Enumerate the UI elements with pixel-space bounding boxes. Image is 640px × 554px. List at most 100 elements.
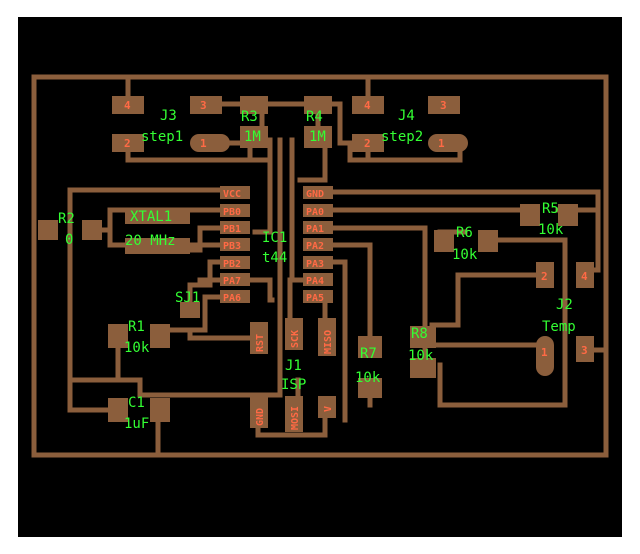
r8-pad-a xyxy=(410,326,436,348)
sj1-pad xyxy=(180,302,200,318)
j4-ref-label: J4 xyxy=(398,108,415,124)
r4-value-label: 1M xyxy=(309,129,326,145)
ic1-pad-gnd xyxy=(303,186,333,199)
r1-value-label: 10k xyxy=(124,340,150,356)
ic1-pin-label: PB3 xyxy=(223,241,241,252)
j4-pad-3 xyxy=(428,96,460,114)
xtal1-value-label: 20 MHz xyxy=(125,233,176,249)
j3-pad-3 xyxy=(190,96,222,114)
ic1-pin-label: PA0 xyxy=(306,207,324,218)
ic1-pin-label: GND xyxy=(306,189,324,200)
r7-pad-a xyxy=(358,336,382,358)
ic1-pad-pa3 xyxy=(303,256,333,269)
trace xyxy=(159,294,223,333)
j1-pad-mosi xyxy=(285,396,303,432)
r7-pad-b xyxy=(358,378,382,398)
r7-value-label: 10k xyxy=(355,370,381,386)
j2-pad-2 xyxy=(536,262,554,288)
j1-pad-rst xyxy=(250,322,268,354)
j3-pad-4 xyxy=(112,96,144,114)
j2-pad-1 xyxy=(536,336,554,376)
r6-value-label: 10k xyxy=(452,247,478,263)
ic1-ref-label: IC1 xyxy=(262,230,287,246)
ic1-pad-pb0 xyxy=(220,204,250,217)
j1-pin-label: V xyxy=(323,406,334,412)
j1-pad-miso xyxy=(318,318,336,356)
trace xyxy=(252,157,273,235)
outline-trace xyxy=(31,74,609,458)
ic1-pin-label: PA6 xyxy=(223,293,241,304)
j3-pin-2-label: 2 xyxy=(124,137,131,150)
ic1-pin-label: PA7 xyxy=(223,276,241,287)
trace xyxy=(67,377,121,413)
c1-value-label: 1uF xyxy=(124,416,149,432)
j4-pin-2-label: 2 xyxy=(364,137,371,150)
j1-pad-gnd xyxy=(250,396,268,428)
trace xyxy=(67,187,223,233)
xtal1-body-bottom xyxy=(125,238,190,254)
r6-pad-b xyxy=(478,230,498,252)
j4-pad-4 xyxy=(352,96,384,114)
ic1-pad-pa4 xyxy=(303,273,333,286)
r2-ref-label: R2 xyxy=(58,211,75,227)
j1-pin-label: RST xyxy=(255,334,266,352)
ic1-pin-label: PA4 xyxy=(306,276,324,287)
r5-value-label: 10k xyxy=(538,222,564,238)
j4-pad-2 xyxy=(352,134,384,152)
j1-pin-label: MISO xyxy=(323,330,334,354)
j2-pin-1-label: 1 xyxy=(541,346,548,359)
j3-ref-label: J3 xyxy=(160,108,177,124)
j1-pin-label: MOSI xyxy=(290,406,301,430)
ic1-pad-pb1 xyxy=(220,221,250,234)
j1-pads: RST SCK MISO GND MOSI V xyxy=(250,318,336,432)
j2-pin-2-label: 2 xyxy=(541,270,548,283)
r2-value-label: 0 xyxy=(65,232,73,248)
trace xyxy=(429,272,461,328)
ic1-pin-label: PA2 xyxy=(306,241,324,252)
r4-ref-label: R4 xyxy=(306,109,323,125)
ic1-pad-pa7 xyxy=(220,273,250,286)
trace xyxy=(327,259,348,423)
ic1-pin-label: PA5 xyxy=(306,293,324,304)
ic1-pad-pa1 xyxy=(303,221,333,234)
trace xyxy=(327,225,428,368)
r3-pad-a xyxy=(240,96,268,114)
ic1-pad-pb3 xyxy=(220,238,250,251)
j1-pin-label: SCK xyxy=(290,330,301,348)
xtal1-body-top xyxy=(125,208,190,224)
ic1-pin-label: PB1 xyxy=(223,224,241,235)
j1-pad-v xyxy=(318,396,336,418)
r6-pad-a xyxy=(434,230,454,252)
ic1-pad-vcc xyxy=(220,186,250,199)
trace xyxy=(187,259,223,311)
r5-pad-a xyxy=(520,204,540,226)
sj1-ref-label: SJ1 xyxy=(175,290,200,306)
j3-pin-1-label: 1 xyxy=(200,137,207,150)
trace xyxy=(327,242,373,348)
r3-pad-b xyxy=(240,126,268,148)
r3-value-label: 1M xyxy=(244,129,261,145)
ic1-right-pins: GND PA0 PA1 PA2 PA3 PA4 PA5 xyxy=(303,186,333,304)
ic1-pad-pa6 xyxy=(220,290,250,303)
trace xyxy=(115,367,283,398)
r5-ref-label: R5 xyxy=(542,201,559,217)
ic1-pin-label: PA1 xyxy=(306,224,324,235)
ic1-pin-label: PB0 xyxy=(223,207,241,218)
ic1-value-label: t44 xyxy=(262,250,287,266)
trace xyxy=(187,327,265,341)
j4-value-label: step2 xyxy=(381,129,423,145)
j2-pad-3 xyxy=(576,336,594,362)
j1-pad-sck xyxy=(285,318,303,350)
r5-pad-b xyxy=(558,204,578,226)
trace xyxy=(437,237,568,408)
ic1-pad-pa0 xyxy=(303,204,333,217)
r2-pad-b xyxy=(82,220,102,240)
r1-pad-b xyxy=(150,324,170,348)
r8-value-label: 10k xyxy=(408,348,434,364)
ic1-pin-label: PA3 xyxy=(306,259,324,270)
ic1-pad-pb2 xyxy=(220,256,250,269)
trace xyxy=(247,277,275,303)
ic1-pin-label: VCC xyxy=(223,189,241,200)
j3-pin-3-label: 3 xyxy=(200,99,207,112)
